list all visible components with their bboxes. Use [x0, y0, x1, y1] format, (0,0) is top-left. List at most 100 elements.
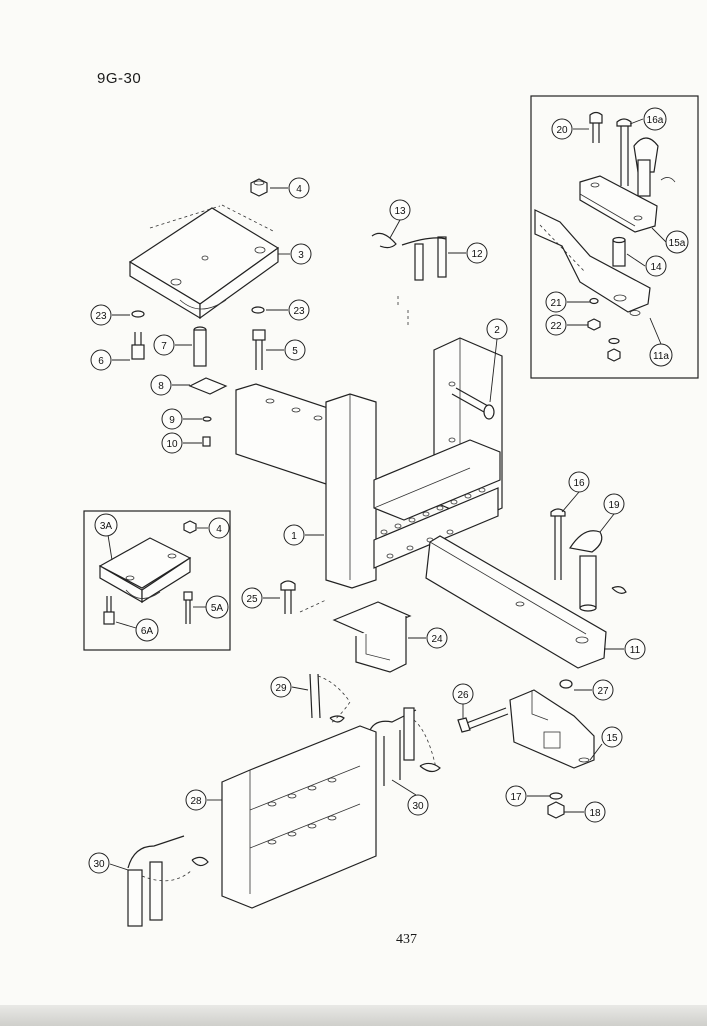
callout-label: 11 [630, 645, 641, 656]
callout-1: 1 [283, 524, 324, 546]
pin-part-16 [550, 508, 566, 580]
nut-part-18 [547, 801, 565, 819]
clevis-frame-part-28 [221, 725, 377, 909]
callout-label: 8 [158, 381, 164, 392]
callout-label: 15a [669, 238, 686, 249]
page-number: 437 [396, 932, 417, 947]
washer-part-17 [549, 792, 563, 800]
mounting-plate-part-3 [128, 204, 280, 320]
plate-part-3A [98, 537, 192, 604]
callout-28: 28 [185, 789, 222, 811]
bolt-part-5A [183, 591, 193, 624]
sleeve-part-14 [612, 236, 626, 267]
callout-label: 22 [550, 321, 562, 332]
inset-frame-swinging-drawbar [530, 95, 699, 379]
callout-6A: 6A [115, 618, 159, 642]
callout-5: 5 [266, 339, 306, 361]
callout-label: 21 [550, 298, 562, 309]
swinging-drawbar-part-11a [534, 209, 651, 316]
nut-lower-inset [607, 348, 621, 362]
callout-13: 13 [389, 199, 411, 239]
callout-label: 15 [606, 733, 618, 744]
callout-label: 5A [211, 603, 224, 614]
pin-part-29 [309, 673, 351, 725]
drawbar-part-11 [425, 535, 607, 669]
callout-label: 27 [597, 686, 609, 697]
clevis-pin-part-30-lower [127, 835, 209, 927]
dash-guide-3 [299, 599, 327, 613]
callout-23-left: 23 [90, 304, 130, 326]
washer-part-23-left [131, 310, 145, 318]
callout-label: 16 [573, 478, 585, 489]
bolt-part-6 [131, 332, 145, 360]
callout-label: 6 [98, 356, 104, 367]
bolt-part-25 [280, 580, 296, 614]
callout-11: 11 [604, 638, 646, 660]
callout-14: 14 [626, 253, 667, 277]
callout-label: 5 [292, 346, 298, 357]
pin-part-7 [193, 326, 207, 367]
callout-3: 3 [278, 243, 312, 265]
callout-label: 11a [653, 351, 669, 362]
callout-5A: 5A [193, 595, 229, 619]
callout-label: 30 [412, 801, 424, 812]
callout-17: 17 [505, 785, 550, 807]
callout-30-upper: 30 [391, 779, 429, 816]
callout-20: 20 [551, 118, 589, 140]
callout-label: 26 [457, 690, 469, 701]
callout-4-inset: 4 [197, 517, 230, 539]
callout-27: 27 [574, 679, 614, 701]
callout-label: 13 [394, 206, 406, 217]
plate-part-8 [188, 377, 228, 395]
callout-9: 9 [161, 408, 202, 430]
callout-label: 9 [169, 415, 175, 426]
callout-label: 30 [93, 859, 105, 870]
callout-11a: 11a [649, 317, 673, 367]
callout-label: 3A [100, 521, 113, 532]
callout-label: 6A [141, 626, 154, 637]
callout-21: 21 [545, 291, 590, 313]
drawbar-frame-part-1 [235, 337, 503, 589]
callout-29: 29 [270, 676, 309, 698]
callout-label: 16a [647, 115, 664, 126]
callout-label: 4 [216, 524, 222, 535]
callout-10: 10 [161, 432, 202, 454]
callout-label: 7 [161, 341, 167, 352]
callout-18: 18 [564, 801, 606, 823]
callout-16a: 16a [629, 107, 667, 131]
bolt-part-20 [589, 111, 603, 143]
nut-part-22 [587, 318, 601, 331]
callout-label: 24 [431, 634, 443, 645]
callout-label: 28 [190, 796, 202, 807]
callout-label: 12 [471, 249, 483, 260]
clip-part-13 [371, 232, 397, 249]
callout-label: 14 [650, 262, 662, 273]
callout-label: 23 [293, 306, 305, 317]
callout-label: 1 [291, 531, 297, 542]
callout-label: 25 [246, 594, 258, 605]
callout-2: 2 [486, 318, 508, 403]
callout-8: 8 [150, 374, 190, 396]
callout-label: 10 [166, 439, 178, 450]
inset-frame-alternate-plate [83, 510, 231, 651]
bolt-part-6A [103, 596, 115, 625]
washer-lower-inset [608, 337, 620, 345]
callout-15a: 15a [651, 227, 689, 254]
callout-label: 17 [510, 792, 522, 803]
drawbar-bracket-part-15a [579, 175, 658, 233]
pin-part-16a [616, 118, 676, 197]
bolt-part-2 [451, 387, 495, 420]
callout-26: 26 [452, 683, 474, 718]
callout-label: 4 [296, 184, 302, 195]
callout-24: 24 [408, 627, 448, 649]
scan-edge [0, 1005, 707, 1026]
hitch-bracket-part-15 [509, 689, 595, 769]
washer-part-21 [589, 297, 599, 305]
callout-15: 15 [589, 726, 623, 761]
callout-16: 16 [561, 471, 590, 513]
callout-3A: 3A [94, 513, 118, 561]
callout-6: 6 [90, 349, 130, 371]
callout-19: 19 [599, 493, 625, 533]
clevis-pin-part-30-upper [367, 707, 441, 786]
nut-part-4-top [250, 178, 268, 197]
